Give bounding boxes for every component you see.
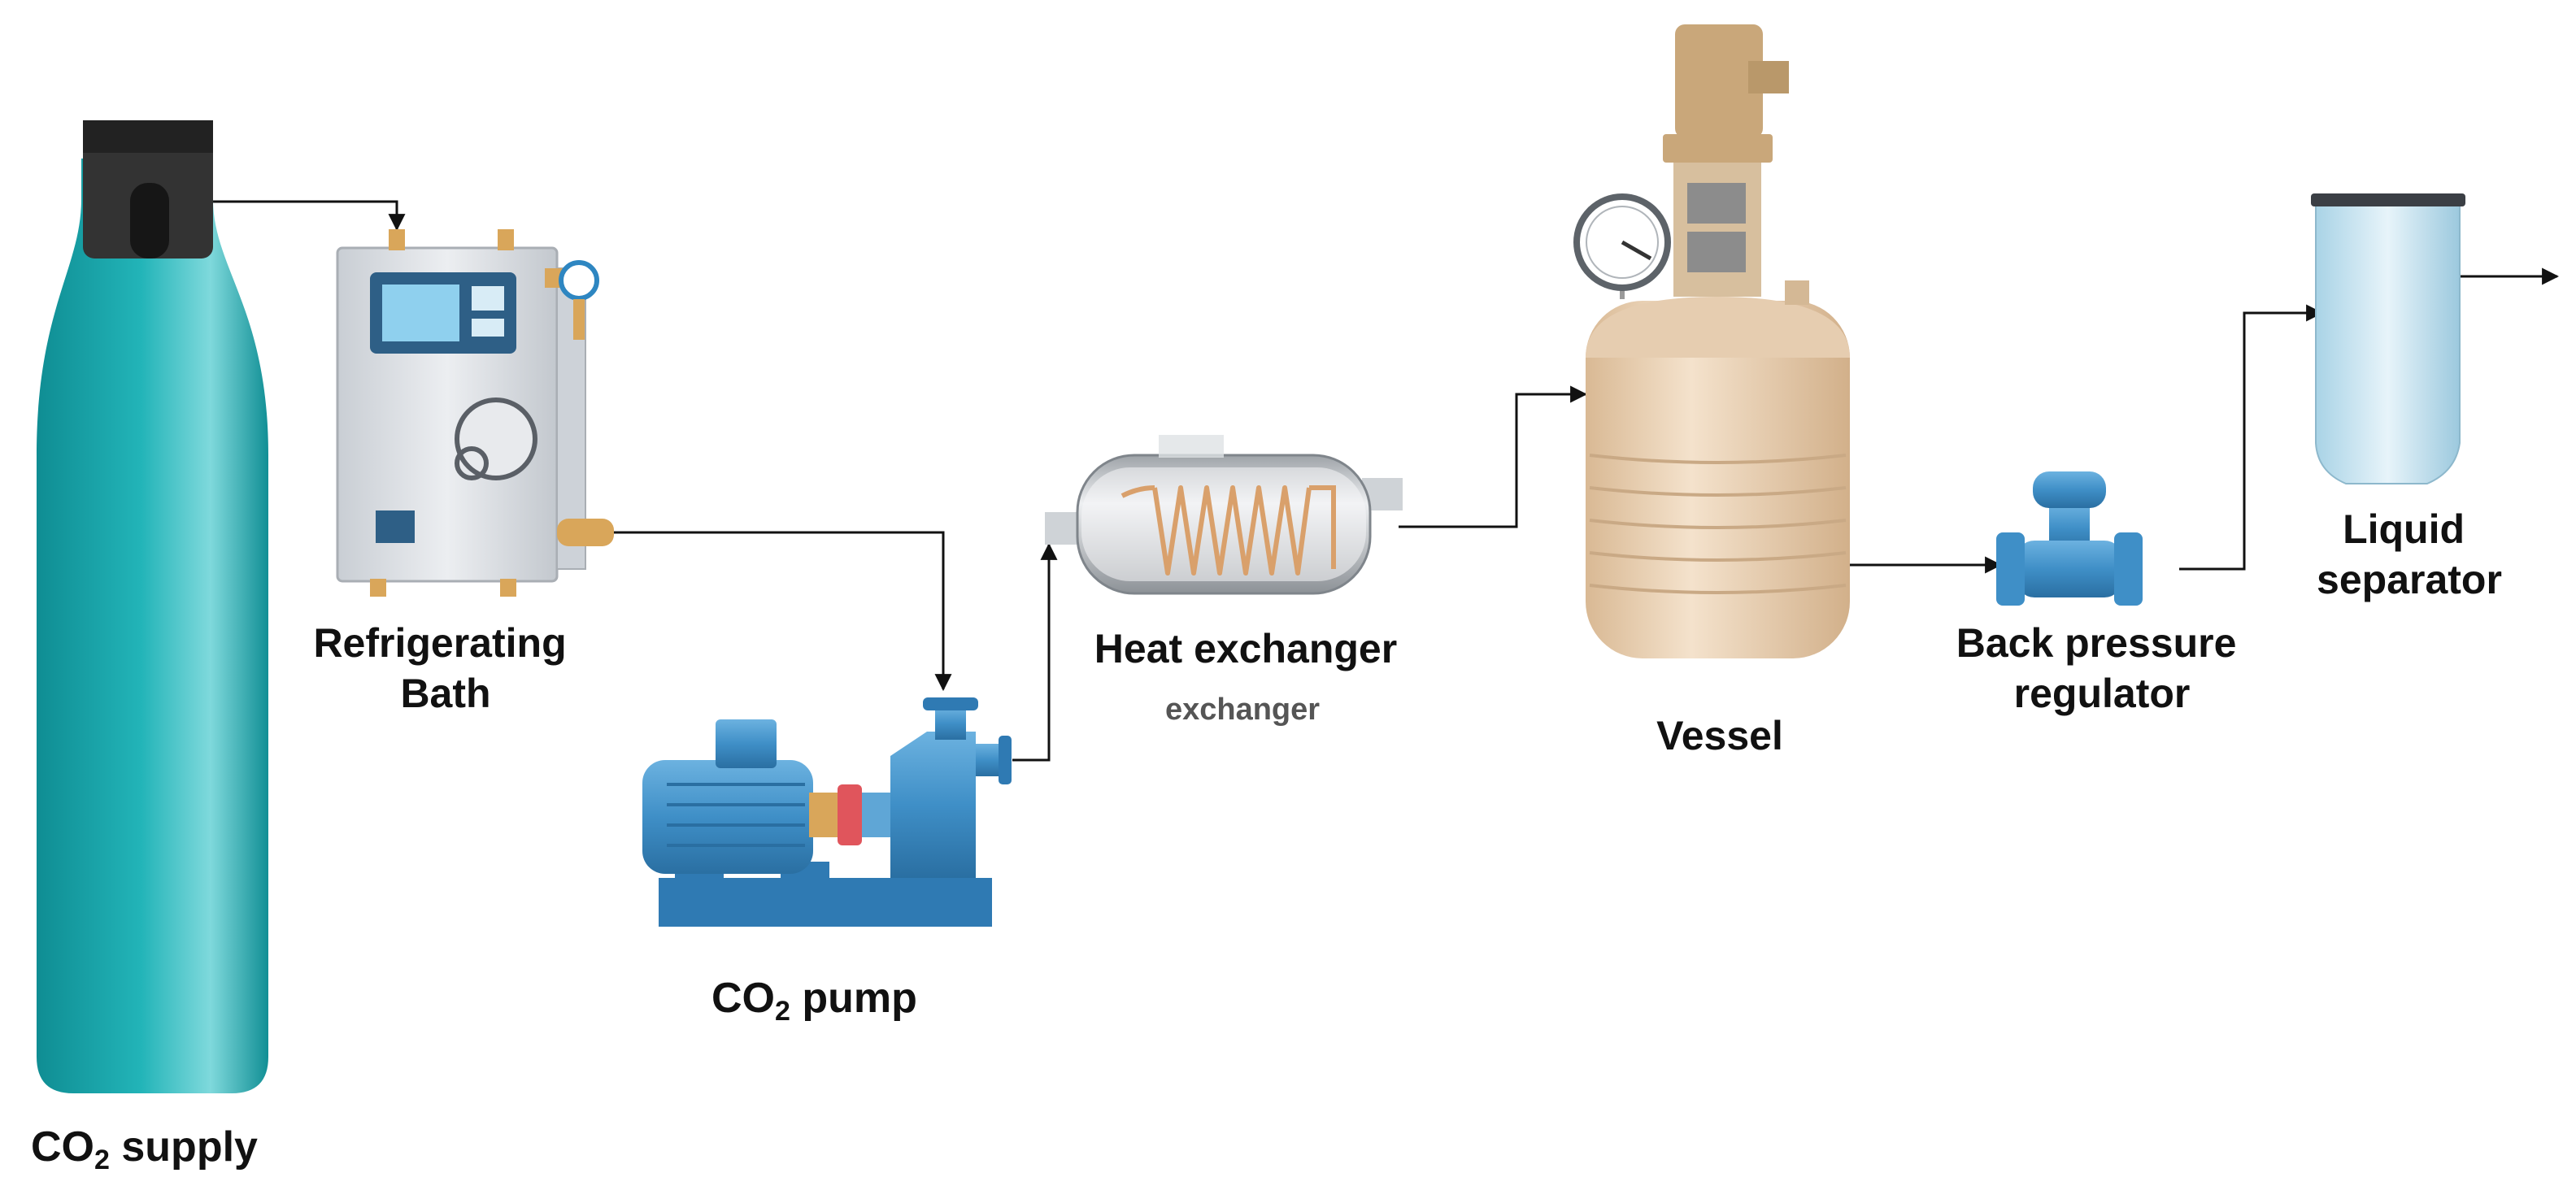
liquid-separator	[2311, 193, 2465, 484]
pump-base	[659, 878, 992, 927]
bath-screen	[382, 285, 459, 341]
co2-cylinder	[37, 120, 268, 1093]
refrigerating-bath	[336, 229, 614, 597]
label-heat-exchanger: Heat exchanger	[1094, 626, 1397, 671]
pump-volute	[890, 732, 976, 878]
label-refrigerating-bath-line1: Refrigerating	[313, 620, 566, 666]
flow-lines	[213, 200, 2560, 762]
bath-dial	[455, 397, 537, 480]
agitator-shaft-housing	[1673, 154, 1761, 297]
label-refrigerating-bath-line2: Bath	[400, 671, 490, 716]
pipe-exchanger-to-vessel	[1399, 385, 1588, 528]
label-bpr-line2: regulator	[2014, 671, 2191, 716]
pipe-regulator-to-separator	[2179, 304, 2324, 571]
agitator-motor	[1675, 24, 1763, 138]
regulator-body	[2017, 541, 2122, 597]
back-pressure-regulator	[1996, 471, 2143, 606]
pipe-pump-to-exchanger	[1012, 542, 1058, 762]
separator-lid	[2311, 193, 2465, 206]
label-vessel: Vessel	[1656, 713, 1783, 758]
label-heat-exchanger-ghost: exchanger	[1165, 693, 1320, 727]
label-co2-pump: CO2 pump	[711, 975, 917, 1027]
exchanger-coil	[1152, 485, 1312, 576]
label-back-pressure-regulator: Back pressure regulator	[1956, 620, 2248, 716]
pump-motor	[642, 760, 813, 874]
bath-button	[376, 510, 415, 543]
bath-outlet-fitting	[557, 519, 614, 546]
cylinder-valve	[130, 183, 169, 258]
label-liquid-separator-line1: Liquid	[2343, 506, 2465, 552]
pipe-bath-to-pump	[610, 531, 952, 692]
label-co2-supply: CO2 supply	[31, 1123, 258, 1175]
label-refrigerating-bath: Refrigerating Bath	[313, 620, 577, 716]
vessel-body	[1586, 301, 1850, 658]
gauge-icon	[559, 260, 599, 301]
cylinder-body	[37, 159, 268, 1093]
label-liquid-separator: Liquid separator	[2317, 506, 2502, 602]
vessel	[1573, 24, 1850, 658]
separator-body	[2315, 198, 2461, 484]
pump-coupling	[838, 784, 862, 845]
label-bpr-line1: Back pressure	[1956, 620, 2237, 666]
heat-exchanger	[1045, 435, 1403, 595]
co2-pump	[642, 697, 1012, 927]
pipe-cylinder-to-bath	[213, 200, 406, 232]
label-liquid-separator-line2: separator	[2317, 557, 2502, 602]
labels: CO2 supply Refrigerating Bath CO2 pump H…	[31, 506, 2502, 1175]
regulator-handwheel	[2033, 471, 2106, 508]
